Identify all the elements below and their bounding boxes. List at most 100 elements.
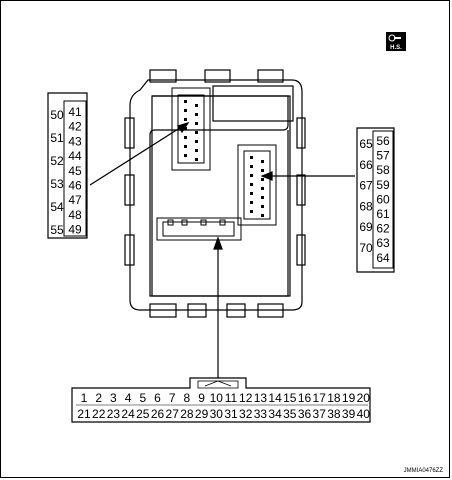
pin-number: 32 (239, 407, 253, 421)
pin-dot (250, 201, 253, 204)
pin-number: 16 (298, 391, 312, 405)
pin-dot (184, 145, 187, 148)
pin-dot (261, 178, 264, 181)
pin-number: 18 (327, 391, 341, 405)
pin-number: 49 (68, 223, 82, 237)
pin-number: 69 (359, 220, 373, 234)
pin-number: 17 (313, 391, 327, 405)
pin-number: 42 (68, 120, 82, 134)
pin-number: 51 (50, 131, 64, 145)
pin-dot (184, 127, 187, 130)
pin-dot (195, 149, 198, 152)
pin-number: 47 (68, 193, 82, 207)
pin-number: 56 (376, 134, 390, 148)
pin-number: 19 (342, 391, 356, 405)
pin-number: 20 (357, 391, 371, 405)
pin-number: 37 (313, 407, 327, 421)
pin-number: 44 (68, 149, 82, 163)
pin-number: 28 (180, 407, 194, 421)
pin-dot (195, 140, 198, 143)
pin-dot (184, 109, 187, 112)
pin-number: 7 (169, 391, 176, 405)
pin-number: 52 (50, 154, 64, 168)
pin-number: 22 (92, 407, 106, 421)
pin-dot (195, 113, 198, 116)
pin-number: 29 (195, 407, 209, 421)
pin-dot (261, 196, 264, 199)
pin-dot (261, 160, 264, 163)
pin-dot (261, 214, 264, 217)
pin-number: 27 (166, 407, 180, 421)
pin-number: 53 (50, 177, 64, 191)
pin-number: 61 (376, 207, 390, 221)
pin-number: 62 (376, 222, 390, 236)
pin-number: 1 (81, 391, 88, 405)
pin-number: 39 (342, 407, 356, 421)
pin-number: 25 (136, 407, 150, 421)
pin-number: 30 (210, 407, 224, 421)
pin-number: 43 (68, 134, 82, 148)
pin-number: 35 (283, 407, 297, 421)
pin-number: 67 (359, 179, 373, 193)
pin-number: 38 (327, 407, 341, 421)
pin-number: 2 (95, 391, 102, 405)
pin-number: 4 (125, 391, 132, 405)
pin-number: 55 (50, 223, 64, 237)
pin-number: 65 (359, 137, 373, 151)
pin-number: 40 (357, 407, 371, 421)
pin-dot (195, 158, 198, 161)
pin-number: 63 (376, 236, 390, 250)
pin-dot (261, 187, 264, 190)
pin-dot (195, 122, 198, 125)
pin-number: 59 (376, 178, 390, 192)
badge-label: H.S. (390, 45, 402, 51)
pin-dot (184, 154, 187, 157)
pin-dot (250, 165, 253, 168)
module-connector-side (237, 144, 277, 226)
module-housing (124, 69, 306, 318)
pin-number: 12 (239, 391, 253, 405)
pin-number: 48 (68, 208, 82, 222)
pin-number: 31 (224, 407, 238, 421)
pin-dot (184, 118, 187, 121)
pin-number: 14 (268, 391, 282, 405)
pin-number: 11 (225, 391, 238, 405)
pin-number: 9 (198, 391, 205, 405)
pin-number: 41 (68, 105, 82, 119)
pin-number: 36 (298, 407, 312, 421)
pin-number: 8 (184, 391, 191, 405)
pin-number: 57 (376, 149, 390, 163)
pin-dot (195, 131, 198, 134)
pin-number: 34 (268, 407, 282, 421)
pin-dot (184, 100, 187, 103)
pin-number: 46 (68, 179, 82, 193)
leader-arrows (89, 121, 355, 378)
module-connector-lower (156, 217, 242, 241)
pin-number: 68 (359, 199, 373, 213)
pin-number: 58 (376, 163, 390, 177)
pin-number: 24 (121, 407, 135, 421)
pin-number: 3 (110, 391, 117, 405)
pin-dot (195, 104, 198, 107)
pin-dot (261, 169, 264, 172)
pin-number: 6 (154, 391, 161, 405)
pin-number: 45 (68, 164, 82, 178)
pin-number: 26 (151, 407, 165, 421)
pin-number: 66 (359, 158, 373, 172)
pin-number: 60 (376, 192, 390, 206)
pin-number: 10 (210, 391, 224, 405)
pin-number: 54 (50, 200, 64, 214)
pin-dot (250, 174, 253, 177)
pin-number: 50 (50, 108, 64, 122)
pin-dot (184, 136, 187, 139)
figure-code: JMMIA0476ZZ (404, 468, 444, 474)
pin-dot (250, 156, 253, 159)
pin-number: 21 (77, 407, 91, 421)
hs-badge: H.S. (386, 32, 406, 51)
pin-number: 15 (283, 391, 297, 405)
